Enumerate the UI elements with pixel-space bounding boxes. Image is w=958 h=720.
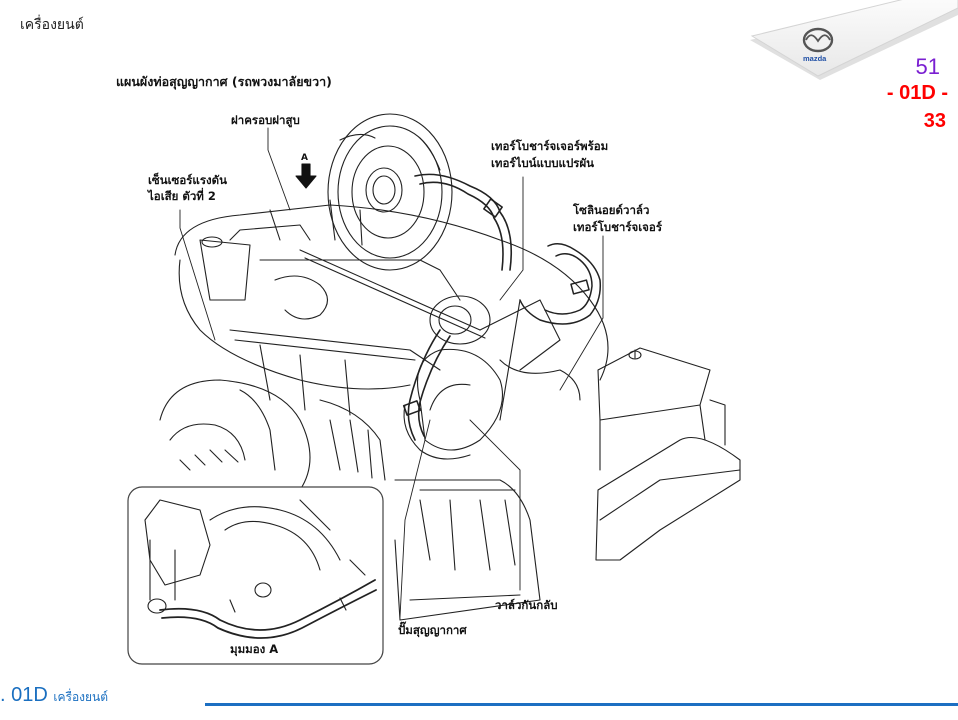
- label-exhaust-pressure-sensor-line2: ไอเสีย ตัวที่ 2: [148, 189, 216, 203]
- label-cylinder-head-cover: ฝาครอบฝาสูบ: [231, 113, 300, 127]
- label-vacuum-pump: ปั๊มสุญญากาศ: [398, 623, 467, 637]
- page-number: 51: [915, 54, 940, 79]
- label-turbocharger-line2: เทอร์ไบน์แบบแปรผัน: [491, 156, 595, 170]
- view-a-inset: [127, 486, 384, 665]
- label-view-a: มุมมอง A: [230, 642, 279, 656]
- view-a-arrow-icon: [295, 163, 317, 189]
- label-solenoid-valve-line2: เทอร์โบชาร์จเจอร์: [573, 220, 663, 234]
- section-title: เครื่องยนต์: [20, 17, 84, 33]
- footer-code: . 01D: [0, 684, 48, 706]
- label-turbocharger-line1: เทอร์โบชาร์จเจอร์พร้อม: [491, 139, 609, 153]
- footer-divider: [205, 703, 958, 706]
- engine-block: [174, 199, 609, 416]
- transmission: [159, 379, 386, 491]
- diagram-title: แผนผังท่อสุญญากาศ (รถพวงมาลัยขวา): [116, 74, 332, 89]
- brake-booster: [327, 113, 453, 271]
- label-exhaust-pressure-sensor-line1: เซ็นเซอร์แรงดัน: [148, 173, 227, 187]
- solenoid-hose: [519, 243, 602, 325]
- booster-vacuum-hose: [414, 173, 513, 271]
- footer-section-name: เครื่องยนต์: [53, 690, 109, 704]
- pump-vacuum-hose: [402, 329, 451, 441]
- turbocharger: [403, 295, 581, 460]
- section-code: - 01D -: [886, 82, 948, 104]
- air-cleaner-box: [394, 436, 741, 621]
- label-check-valve: วาล์วกันกลับ: [495, 598, 558, 612]
- footer-section: . 01D เครื่องยนต์: [0, 684, 108, 707]
- leader-lines: [179, 127, 604, 618]
- section-page-number: 33: [923, 110, 946, 132]
- label-solenoid-valve-line1: โซลินอยด์วาล์ว: [573, 203, 650, 217]
- battery: [597, 347, 726, 471]
- view-a-marker: A: [301, 153, 308, 163]
